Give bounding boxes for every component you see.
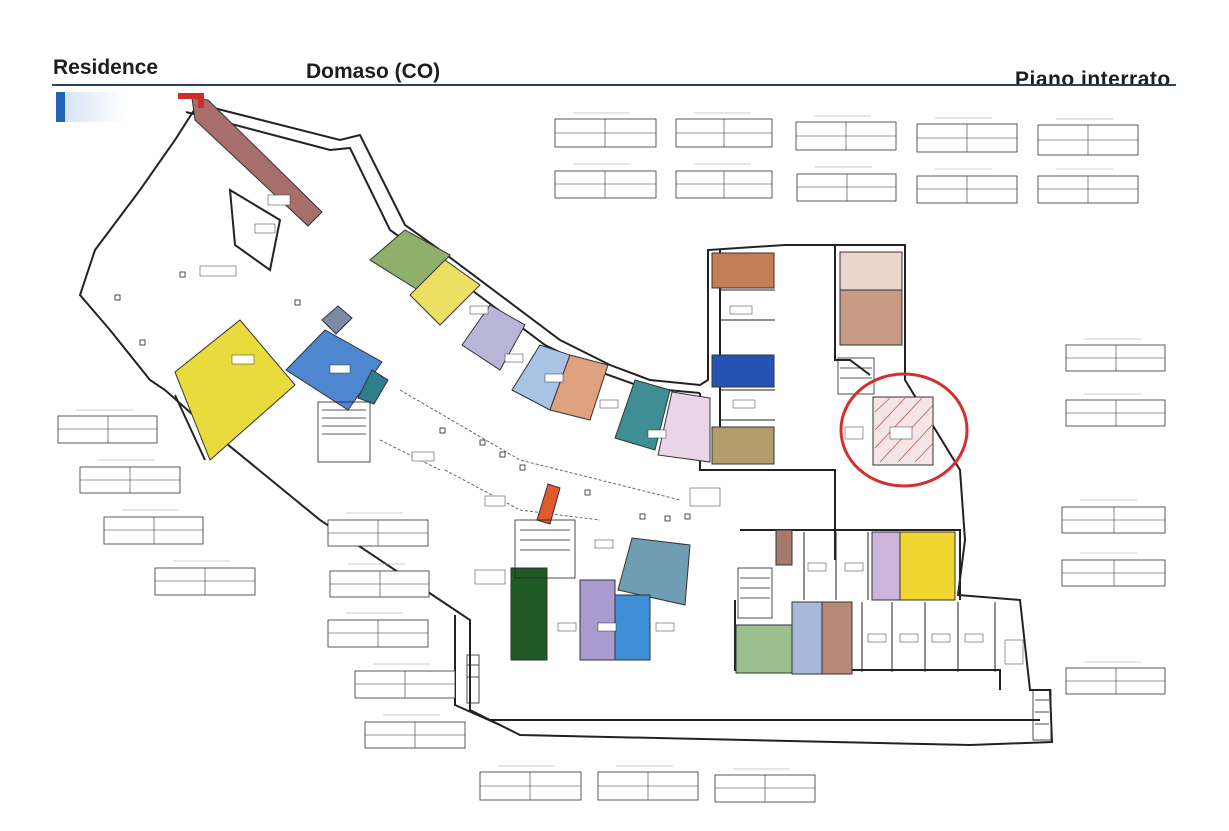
unit-yellow-2 (899, 531, 956, 601)
unit-lavender-1 (461, 304, 526, 371)
legend-table (57, 409, 158, 444)
legend-table (354, 663, 456, 699)
legend-table (554, 163, 657, 199)
unit-yellow-big (174, 319, 296, 461)
unit-orange-red (536, 483, 561, 525)
legend-table (597, 765, 699, 801)
legend-table (79, 459, 181, 494)
legend-table (364, 714, 466, 749)
interior-partitions (379, 389, 681, 521)
legend-table (1037, 118, 1139, 156)
legend-table (1065, 661, 1166, 695)
unit-olive (711, 426, 775, 465)
unit-dusty-rose (775, 529, 793, 566)
legend-tables (57, 112, 1166, 803)
legend-table (916, 117, 1018, 153)
units (174, 97, 956, 675)
columns (114, 271, 691, 522)
legend-table (916, 168, 1018, 204)
unit-purple (579, 579, 616, 661)
legend-table (675, 112, 773, 148)
unit-periwinkle (791, 601, 823, 675)
legend-table (675, 163, 773, 199)
unit-lilac (871, 531, 901, 601)
unit-cocoa (821, 601, 853, 675)
legend-table (796, 166, 897, 202)
blue-marker (56, 92, 65, 122)
legend-table (554, 112, 657, 148)
unit-yellow-1 (409, 259, 481, 326)
unit-salmon (549, 354, 609, 421)
unit-pink-light (657, 391, 711, 463)
header-rule (52, 84, 1176, 86)
legend-table (327, 612, 429, 648)
blue-marker-fade (65, 92, 125, 122)
unit-labels (199, 194, 1024, 665)
highlight-circle (839, 372, 969, 488)
location-title: Domaso (CO) (306, 60, 441, 83)
unit-rust (711, 252, 775, 289)
unit-dark-green (510, 567, 548, 661)
legend-table (1061, 552, 1166, 587)
unit-navy (711, 354, 775, 388)
legend-table (1037, 168, 1139, 204)
header: Residence Domaso (CO) Piano interrato (0, 0, 1229, 122)
legend-table (103, 509, 204, 545)
unit-blue-bright (614, 594, 651, 661)
legend-table (1065, 338, 1166, 372)
unit-brown-ramp (191, 97, 323, 227)
residence-title: Residence (53, 56, 159, 79)
unit-mauve (839, 289, 903, 346)
garage-bays (720, 289, 996, 672)
legend-table (1065, 393, 1166, 427)
legend-table (327, 512, 429, 547)
unit-steel (617, 537, 691, 606)
unit-peach (839, 251, 903, 291)
legend-table (154, 560, 256, 596)
legend-table (479, 765, 582, 801)
legend-table (329, 563, 430, 598)
unit-small-slate (321, 305, 353, 335)
legend-table (714, 768, 816, 803)
legend-table (795, 115, 897, 151)
unit-sage (735, 624, 793, 674)
north-corner-marker (178, 93, 204, 108)
legend-table (1061, 499, 1166, 534)
